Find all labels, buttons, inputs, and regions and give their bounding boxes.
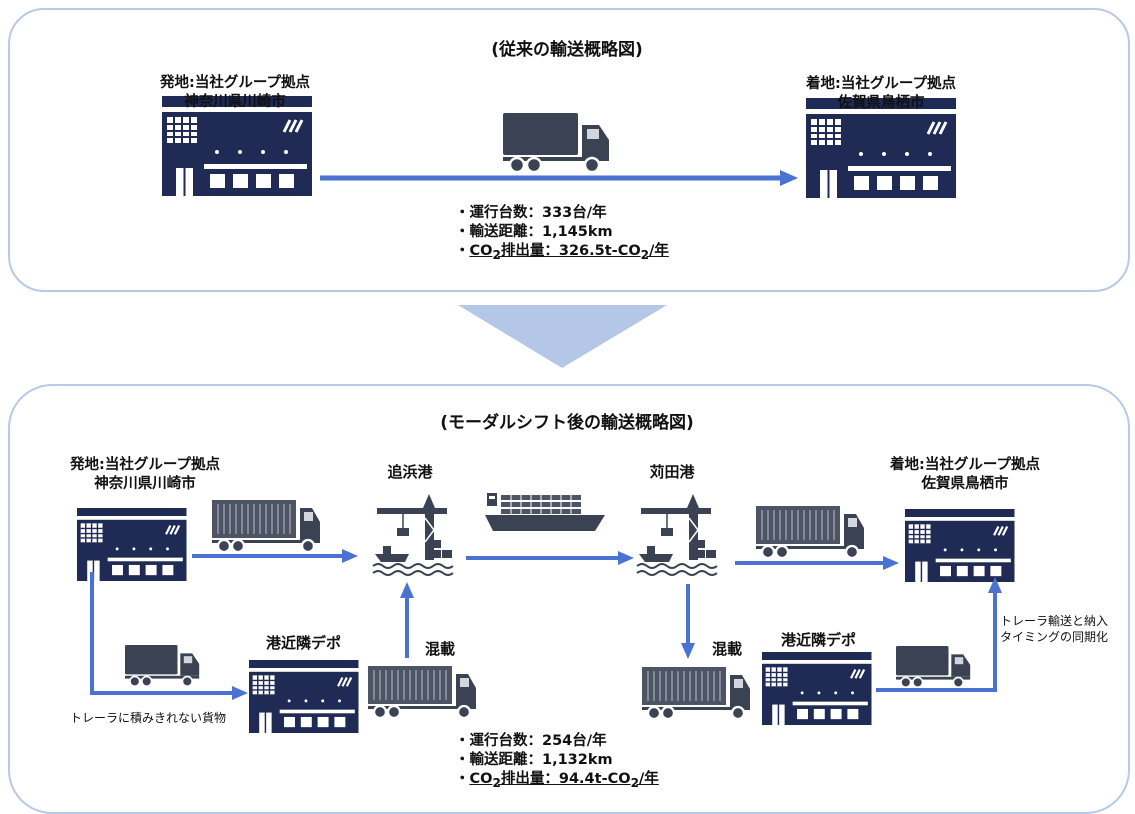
- stat-co2: ・CO2排出量：94.4t-CO2/年: [455, 770, 659, 793]
- trailer-mixed-right-icon: [640, 665, 752, 721]
- co2-subscript: 2: [492, 247, 501, 262]
- co2-text: CO: [469, 243, 493, 259]
- overflow-cargo-note: トレーラに積みきれない貨物: [70, 711, 227, 725]
- co2-text: /年: [638, 771, 659, 787]
- truck-from-depot-icon: [895, 645, 972, 689]
- co2-subscript: 2: [640, 247, 650, 262]
- origin-warehouse-icon: [75, 506, 188, 583]
- trailer-mixed-left-icon: [366, 664, 478, 720]
- port-right-crane-icon: [636, 493, 718, 576]
- container-ship-icon: [484, 492, 606, 532]
- destination-warehouse-icon: [804, 96, 958, 200]
- modal-shift-diagram-title: (モーダルシフト後の輸送概略図): [440, 413, 694, 433]
- trailer-to-destination-icon: [754, 504, 866, 560]
- destination-city: 佐賀県鳥栖市: [837, 95, 925, 111]
- transition-down-arrow: [458, 305, 667, 368]
- destination-label: 着地:当社グループ拠点 佐賀県鳥栖市: [771, 75, 991, 113]
- port-left-label: 追浜港: [387, 463, 433, 481]
- stat-trips: ・運行台数：254台/年: [455, 733, 607, 749]
- depot-right-label: 港近隣デポ: [781, 631, 857, 649]
- sync-note: トレーラ輸送と納入 タイミングの同期化: [1000, 613, 1108, 645]
- destination-city: 佐賀県鳥栖市: [921, 476, 1009, 492]
- mixed-load-right-label: 混載: [712, 640, 743, 658]
- destination-company: 着地:当社グループ拠点: [890, 457, 1040, 473]
- depot-right-icon: [760, 650, 873, 727]
- origin-label: 発地:当社グループ拠点 神奈川県川崎市: [125, 74, 345, 112]
- sync-note-line: トレーラ輸送と納入: [1000, 614, 1109, 628]
- destination-label: 着地:当社グループ拠点 佐賀県鳥栖市: [855, 456, 1075, 494]
- co2-subscript: 2: [630, 775, 639, 790]
- conventional-diagram-title: (従来の輸送概略図): [491, 40, 643, 60]
- port-left-crane-icon: [372, 493, 454, 576]
- stat-distance: ・輸送距離：1,132km: [455, 752, 613, 768]
- bullet: ・: [455, 243, 470, 259]
- co2-text: /年: [649, 243, 669, 259]
- co2-text: 排出量：326.5t-CO: [500, 243, 641, 259]
- origin-label: 発地:当社グループ拠点 神奈川県川崎市: [35, 456, 255, 494]
- destination-company: 着地:当社グループ拠点: [806, 76, 956, 92]
- origin-company: 発地:当社グループ拠点: [70, 457, 220, 473]
- origin-city: 神奈川県川崎市: [94, 476, 196, 492]
- origin-company: 発地:当社グループ拠点: [160, 75, 310, 91]
- co2-subscript: 2: [492, 775, 501, 790]
- trailer-to-port-icon: [210, 498, 322, 554]
- origin-city: 神奈川県川崎市: [184, 94, 286, 110]
- depot-left-label: 港近隣デポ: [266, 634, 342, 652]
- stat-co2: ・CO2排出量：326.5t-CO2/年: [455, 242, 669, 265]
- co2-text: CO: [469, 771, 493, 787]
- co2-emissions: CO2排出量：94.4t-CO2/年: [469, 771, 659, 790]
- bullet: ・: [455, 771, 470, 787]
- truck-to-depot-icon: [124, 644, 201, 688]
- co2-emissions: CO2排出量：326.5t-CO2/年: [469, 243, 669, 262]
- depot-left-icon: [247, 658, 360, 735]
- co2-text: 排出量：94.4t-CO: [500, 771, 631, 787]
- truck-icon: [501, 111, 611, 174]
- destination-warehouse-icon: [903, 507, 1016, 584]
- direct-route-arrow: [320, 170, 798, 186]
- modal-shift-transport-panel: [8, 384, 1130, 814]
- route-arrows: [90, 549, 1002, 700]
- stat-distance: ・輸送距離：1,145km: [455, 224, 613, 240]
- stat-trips: ・運行台数：333台/年: [455, 205, 607, 221]
- modal-shift-stats: ・運行台数：254台/年 ・輸送距離：1,132km ・CO2排出量：94.4t…: [455, 732, 659, 793]
- conventional-stats: ・運行台数：333台/年 ・輸送距離：1,145km ・CO2排出量：326.5…: [455, 204, 669, 265]
- mixed-load-left-label: 混載: [425, 640, 456, 658]
- sync-note-line: タイミングの同期化: [1000, 630, 1109, 644]
- port-right-label: 苅田港: [649, 463, 695, 481]
